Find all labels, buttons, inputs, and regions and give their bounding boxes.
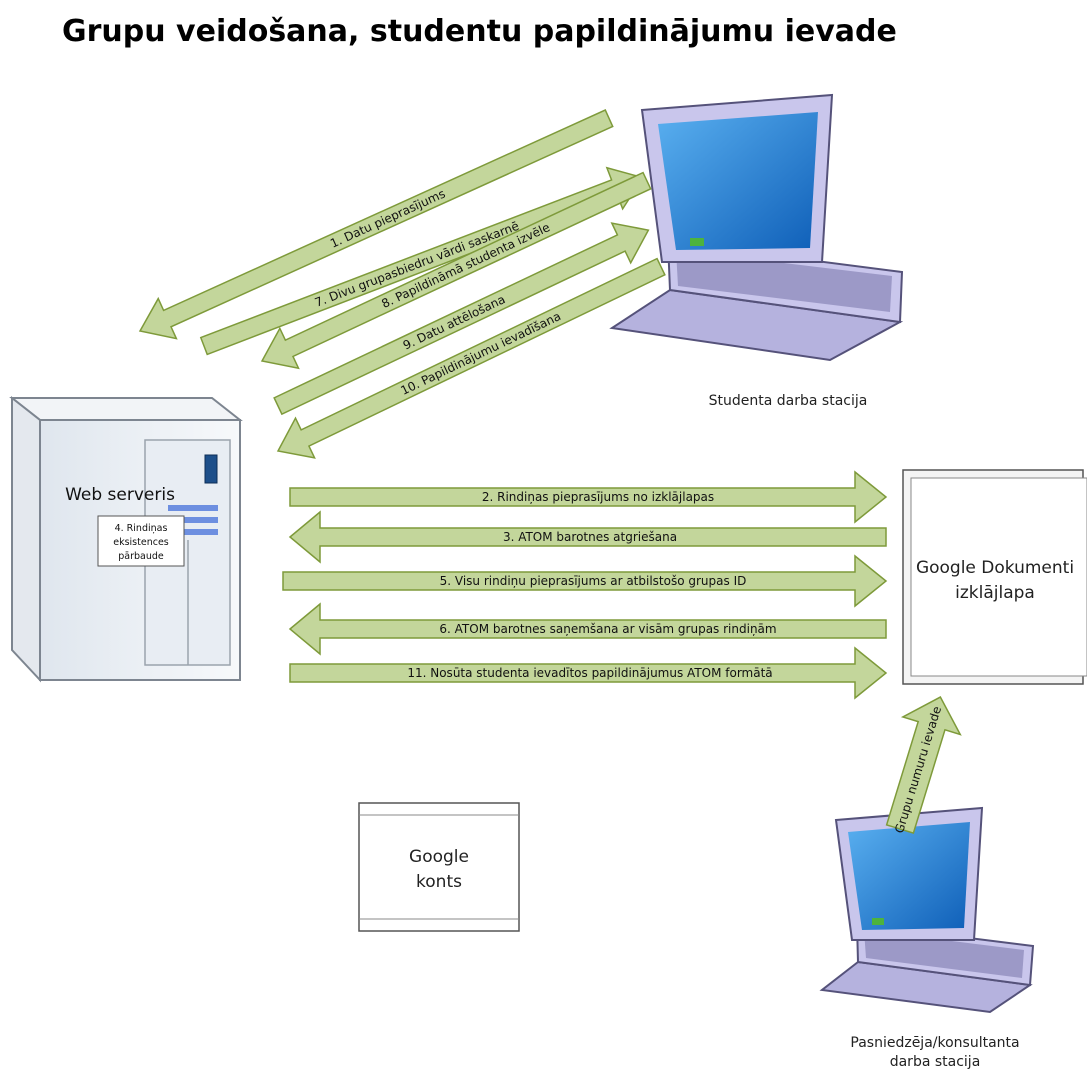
page-title: Grupu veidošana, studentu papildinājumu … <box>62 14 897 49</box>
arrow-11-send-atom: 11. Nosūta studenta ievadītos papildināj… <box>289 646 888 700</box>
arrow-5-label: 5. Visu rindiņu pieprasījums ar atbilsto… <box>440 574 747 588</box>
arrow-2-label: 2. Rindiņas pieprasījums no izklājlapas <box>482 490 714 504</box>
google-account-label-line1: Google <box>409 847 469 867</box>
arrow-3-label: 3. ATOM barotnes atgriešana <box>503 530 677 544</box>
arrow-3-atom-return: 3. ATOM barotnes atgriešana <box>288 510 887 564</box>
row-check-note-line3: pārbaude <box>118 551 164 562</box>
web-server-label: Web serveris <box>65 485 175 505</box>
student-laptop-icon <box>609 93 904 362</box>
teacher-laptop-icon <box>819 806 1035 1014</box>
teacher-station-label-line2: darba stacija <box>890 1054 981 1070</box>
arrow-1-label: 1. Datu pieprasījums <box>328 187 447 251</box>
row-check-note: 4. Rindiņas eksistences pārbaude <box>97 515 185 567</box>
teacher-station-label-line1: Pasniedzēja/konsultanta <box>850 1035 1019 1051</box>
google-account-label-line2: konts <box>416 872 462 892</box>
arrow-11-label: 11. Nosūta studenta ievadītos papildināj… <box>407 666 772 680</box>
row-check-note-line2: eksistences <box>113 537 169 548</box>
student-station-label: Studenta darba stacija <box>709 393 868 409</box>
web-server-icon <box>9 395 243 683</box>
google-docs-label-line2: izklājlapa <box>955 583 1035 603</box>
row-check-note-line1: 4. Rindiņas <box>115 523 168 534</box>
arrow-6-label: 6. ATOM barotnes saņemšana ar visām grup… <box>439 622 776 636</box>
arrow-6-atom-receive: 6. ATOM barotnes saņemšana ar visām grup… <box>288 602 887 656</box>
google-docs-label-line1: Google Dokumenti <box>916 558 1074 578</box>
google-account-box <box>358 802 520 932</box>
arrow-10-input: 10. Papildinājumu ievadīšana <box>276 257 666 459</box>
google-docs-box <box>902 469 1087 685</box>
arrow-5-all-rows-request: 5. Visu rindiņu pieprasījums ar atbilsto… <box>282 554 888 608</box>
arrow-2-row-request: 2. Rindiņas pieprasījums no izklājlapas <box>289 470 888 524</box>
arrow-10-label: 10. Papildinājumu ievadīšana <box>398 309 563 398</box>
